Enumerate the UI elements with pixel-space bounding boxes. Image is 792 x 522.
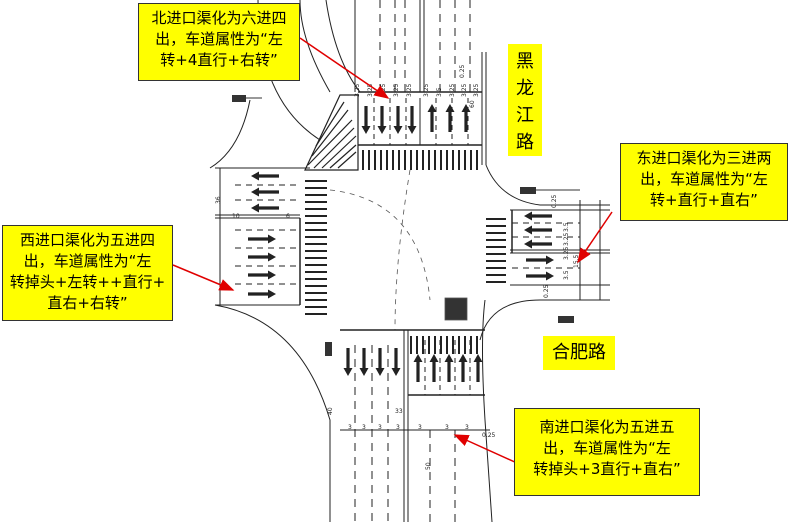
callout-line: 南进口渠化为五进五: [539, 418, 675, 436]
north-side-dim: 60: [469, 100, 476, 108]
signal-s-icon: [325, 342, 332, 356]
west-top-dim: 6: [286, 213, 290, 220]
south-right-dim: 0.25: [482, 432, 496, 439]
south-lane-width: 3: [465, 424, 469, 431]
east-callout: 东进口渠化为三进两 出，车道属性为“左 转+直行+直右”: [620, 143, 788, 221]
west-crosswalk: [305, 180, 327, 315]
leader-arrows: [172, 37, 613, 469]
east-crosswalk: [486, 218, 506, 283]
north-crosswalk: [362, 150, 478, 170]
north-lane-width: 3.25: [473, 83, 480, 97]
callout-line: 转掉头+左转++直行+: [9, 273, 166, 291]
south-lane-width: 3: [378, 424, 382, 431]
west-lane-arrows: [248, 171, 279, 299]
north-leader-arrow: [299, 37, 390, 99]
north-top-dim: 0.25: [459, 64, 466, 78]
north-lane-width: 3.25: [449, 83, 456, 97]
hefei-road-label: 合肥路: [543, 336, 615, 370]
intersection-interior: [329, 169, 468, 331]
north-lane-width: 3.25: [367, 83, 374, 97]
north-lane-width: 3.25: [354, 83, 361, 97]
signal-nw-icon: [232, 95, 262, 102]
west-road: [209, 99, 331, 522]
road-label-char: 黑: [516, 51, 534, 72]
east-lane-width: 3.25: [563, 246, 570, 260]
callout-line: 直右+右转”: [47, 294, 128, 312]
west-top-dim: 10: [232, 213, 240, 220]
south-road: [340, 299, 493, 522]
east-lane-width: 3.5: [563, 270, 570, 280]
traffic-signals: [232, 95, 580, 356]
callout-line: 东进口渠化为三进两: [636, 149, 772, 167]
east-road: [479, 164, 610, 341]
road-label-char: 江: [516, 105, 534, 126]
north-lane-width: 3.25: [393, 83, 400, 97]
east-side-dim: 15.5: [573, 254, 580, 268]
north-lane-width: 3.5: [436, 87, 443, 97]
south-side-dim: 40: [327, 407, 334, 415]
north-lane-width: 3.25: [461, 83, 468, 97]
callout-line: 转+直行+直右”: [650, 191, 758, 209]
east-lane-width: 3.5: [563, 222, 570, 232]
callout-line: 出，车道属性为“左: [543, 439, 671, 457]
south-lane-arrows: [343, 348, 483, 382]
west-side-dim: 36: [215, 196, 222, 204]
south-lane-width: 3: [445, 424, 449, 431]
south-lane-width: 3: [418, 424, 422, 431]
heilongjiang-road-label: 黑 龙 江 路: [508, 44, 542, 156]
south-lane-width: 3: [396, 424, 400, 431]
north-callout: 北进口渠化为六进四 出，车道属性为“左 转+4直行+右转”: [138, 3, 300, 81]
east-top-dim: 0.25: [551, 194, 558, 208]
south-callout: 南进口渠化为五进五 出，车道属性为“左 转掉头+3直行+直右”: [514, 408, 700, 496]
callout-line: 出，车道属性为“左: [640, 170, 768, 188]
south-lane-width: 3: [348, 424, 352, 431]
callout-line: 北进口渠化为六进四: [151, 9, 287, 27]
east-lane-width: 3.25: [563, 232, 570, 246]
south-top-dim: 33: [395, 408, 403, 415]
north-lane-width: 3.25: [406, 83, 413, 97]
south-crosswalk: [410, 336, 478, 354]
road-label-char: 路: [516, 132, 534, 153]
road-label-char: 龙: [516, 78, 534, 99]
callout-line: 转掉头+3直行+直右”: [533, 460, 681, 478]
east-leader-arrow: [577, 211, 613, 264]
callout-line: 西进口渠化为五进四: [19, 231, 155, 249]
south-side-dim: 50: [425, 462, 432, 470]
north-lane-width: 3.25: [423, 83, 430, 97]
east-side-dim: 0.25: [543, 284, 550, 298]
callout-line: 出，车道属性为“左: [155, 30, 283, 48]
north-lane-arrows: [361, 104, 471, 134]
signal-se-icon: [558, 316, 574, 323]
signal-ne-icon: [520, 187, 580, 194]
north-chevron-island: [304, 94, 359, 171]
east-lane-arrows: [524, 211, 554, 281]
south-lane-width: 3: [362, 424, 366, 431]
west-leader-arrow: [172, 264, 235, 291]
west-callout: 西进口渠化为五进四 出，车道属性为“左 转掉头+左转++直行+ 直右+右转”: [2, 225, 173, 321]
callout-line: 转+4直行+右转”: [160, 51, 278, 69]
callout-line: 出，车道属性为“左: [23, 252, 152, 270]
